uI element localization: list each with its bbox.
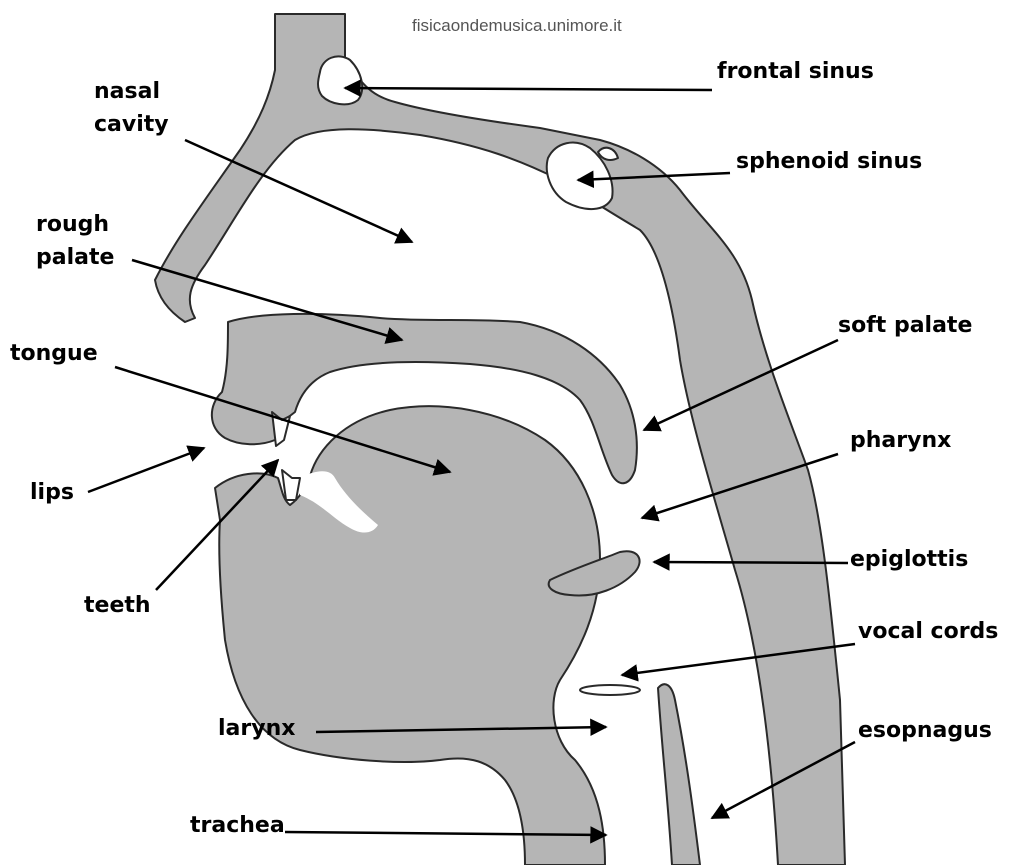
arrow-lips xyxy=(88,448,204,492)
label-tongue: tongue xyxy=(10,341,98,367)
label-nasal-cavity: nasal cavity xyxy=(94,75,169,141)
label-teeth: teeth xyxy=(84,593,151,619)
vocal-cords-shape xyxy=(580,685,640,695)
lower-tooth-shape xyxy=(282,470,300,500)
label-rough-palate: rough palate xyxy=(36,208,114,274)
label-trachea: trachea xyxy=(190,813,285,839)
label-larynx: larynx xyxy=(218,716,295,742)
label-pharynx: pharynx xyxy=(850,428,951,454)
label-epiglottis: epiglottis xyxy=(850,547,968,573)
label-soft-palate: soft palate xyxy=(838,313,972,339)
label-vocal-cords: vocal cords xyxy=(858,619,998,645)
label-esopnagus: esopnagus xyxy=(858,718,992,744)
tongue-jaw-shape xyxy=(215,406,605,865)
arrow-epiglottis xyxy=(654,562,848,563)
label-lips: lips xyxy=(30,480,74,506)
frontal-sinus-shape xyxy=(318,56,362,104)
esophagus-shape xyxy=(658,684,700,865)
watermark-text: fisicaondemusica.unimore.it xyxy=(412,16,622,36)
label-frontal-sinus: frontal sinus xyxy=(717,59,874,85)
label-sphenoid-sinus: sphenoid sinus xyxy=(736,149,922,175)
arrow-frontal-sinus xyxy=(345,88,712,90)
